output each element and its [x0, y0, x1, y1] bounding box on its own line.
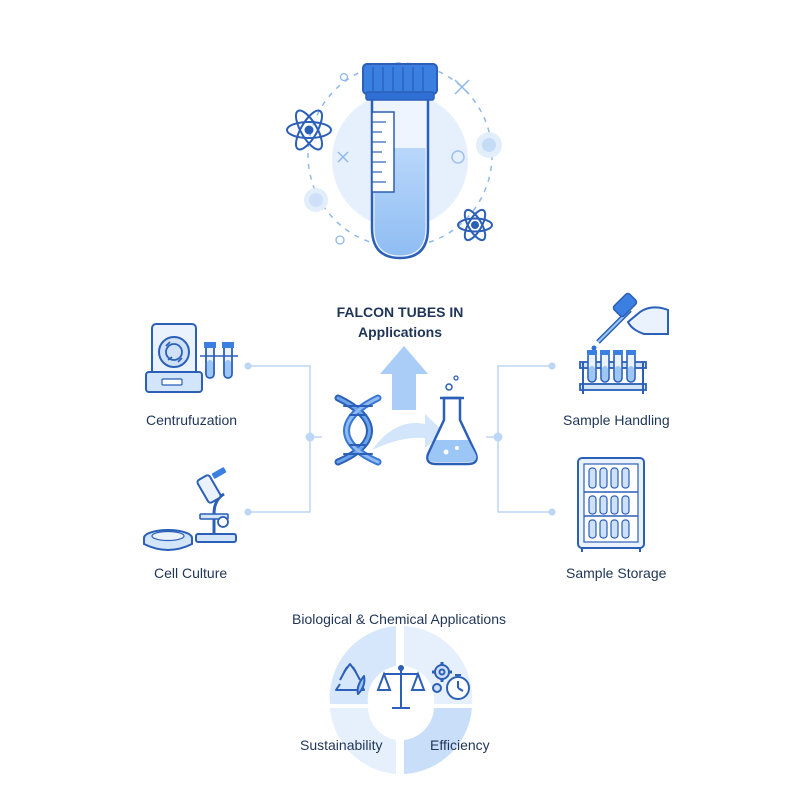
diagram-title: FALCON TUBES IN Applications — [300, 302, 500, 342]
storage-cabinet-icon — [577, 457, 645, 552]
centrifuge-icon — [145, 323, 203, 393]
gear-stopwatch-icon — [432, 662, 470, 700]
label-centrifugation: Centrufuzation — [146, 412, 238, 428]
balance-scale-icon — [376, 665, 426, 709]
label-sample-handling: Sample Handling — [563, 412, 670, 428]
decor-dot — [339, 72, 349, 82]
decor-dot — [335, 235, 345, 245]
decor-dot — [482, 138, 496, 152]
test-tubes-icon — [200, 342, 238, 379]
flask-icon — [426, 375, 478, 466]
curved-arrow-icon — [372, 414, 444, 450]
label-cell-culture: Cell Culture — [154, 565, 228, 581]
label-sample-storage: Sample Storage — [566, 565, 667, 581]
connector-nodes — [244, 362, 556, 516]
bottom-heading: Biological & Chemical Applications — [292, 611, 506, 627]
falcon-tube-icon — [362, 63, 438, 260]
label-efficiency: Efficiency — [430, 737, 490, 753]
atom-icon — [457, 208, 493, 242]
recycle-icon — [335, 663, 366, 695]
sparkle-icon — [337, 79, 470, 163]
microscope-icon — [195, 467, 237, 543]
label-sustainability: Sustainability — [300, 737, 383, 753]
title-line-2: Applications — [357, 324, 442, 340]
up-arrow-icon — [380, 346, 428, 410]
title-line-1: FALCON TUBES IN — [336, 304, 464, 320]
dna-icon — [334, 394, 382, 466]
hero-falcon-tube-group — [286, 62, 502, 260]
pipette-rack-icon — [579, 292, 669, 394]
decor-dot — [451, 150, 465, 164]
petri-dish-icon — [143, 529, 193, 551]
decor-dot — [309, 193, 323, 207]
